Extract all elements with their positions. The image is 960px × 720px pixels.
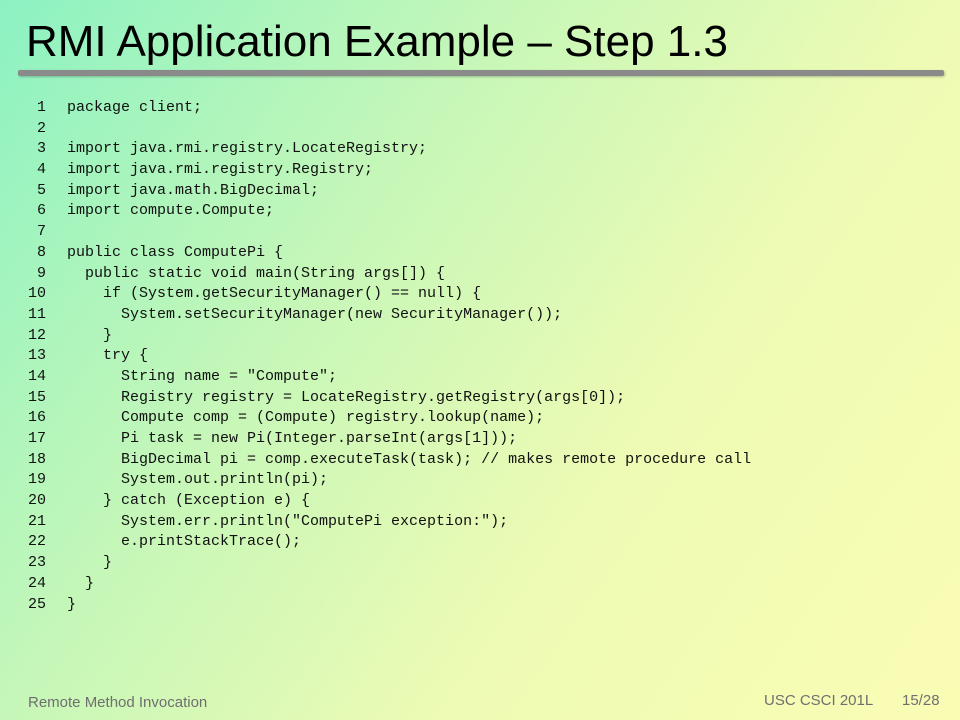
code-line: 16 Compute comp = (Compute) registry.loo… [26,408,926,429]
line-number: 15 [27,388,46,406]
line-number: 8 [36,243,46,261]
code-line: 5 import java.math.BigDecimal; [26,181,926,202]
code-line: 14 String name = "Compute"; [26,367,926,388]
code-line: 9 public static void main(String args[])… [26,264,926,285]
line-number: 5 [36,181,46,199]
code-line: 21 System.err.println("ComputePi excepti… [26,512,926,533]
code-text: String name = "Compute"; [67,367,338,385]
line-number: 16 [27,409,46,427]
code-text: import java.math.BigDecimal; [67,181,320,199]
code-text: } [67,554,113,572]
line-number: 23 [27,554,46,572]
code-line: 8 public class ComputePi { [26,243,926,264]
line-number: 25 [27,595,46,613]
line-number: 22 [27,533,46,551]
code-line: 4 import java.rmi.registry.Registry; [26,160,926,181]
code-line: 13 try { [26,346,926,367]
code-text: import java.rmi.registry.LocateRegistry; [67,140,428,158]
code-text: public static void main(String args[]) { [67,264,446,282]
line-number: 11 [27,305,46,323]
code-text: public class ComputePi { [67,243,284,261]
code-line: 6 import compute.Compute; [26,201,926,222]
code-text: } [67,326,113,344]
code-text: import java.rmi.registry.Registry; [67,161,374,179]
code-text: package client; [67,99,203,116]
code-line: 18 BigDecimal pi = comp.executeTask(task… [26,450,926,471]
code-line: 24 } [26,574,926,595]
code-line: 3 import java.rmi.registry.LocateRegistry… [26,139,926,160]
code-text: e.printStackTrace(); [67,533,302,551]
line-number: 9 [36,264,46,282]
line-number: 2 [36,119,46,137]
code-text: } [67,595,77,613]
code-line: 1 package client; [26,98,926,119]
code-text: System.out.println(pi); [67,471,329,489]
code-line: 23 } [26,553,926,574]
code-line: 17 Pi task = new Pi(Integer.parseInt(arg… [26,429,926,450]
slide-title: RMI Application Example – Step 1.3 [26,17,728,66]
code-line: 19 System.out.println(pi); [26,470,926,491]
code-text: import compute.Compute; [67,202,275,220]
code-text: Registry registry = LocateRegistry.getRe… [67,388,626,406]
line-number: 10 [27,285,46,303]
line-number: 14 [27,367,46,385]
code-line: 15 Registry registry = LocateRegistry.ge… [26,388,926,409]
line-number: 17 [27,430,46,447]
page-number: 15/28 [902,692,940,709]
line-number: 12 [27,326,46,344]
line-number: 13 [27,347,46,365]
line-number: 1 [36,99,46,116]
code-line: 7 [26,222,926,243]
line-number: 3 [36,140,46,158]
line-number: 21 [27,512,46,530]
code-line: 20 } catch (Exception e) { [26,491,926,512]
code-line: 25} [26,595,926,616]
line-number: 24 [27,574,46,592]
line-number: 19 [27,471,46,489]
code-text: Compute comp = (Compute) registry.lookup… [67,409,545,427]
line-number: 20 [27,492,46,510]
code-text: Pi task = new Pi(Integer.parseInt(args[1… [67,430,518,447]
line-number: 6 [36,202,46,220]
code-line: 10 if (System.getSecurityManager() == nu… [26,284,926,305]
code-line: 12 } [26,326,926,347]
code-line: 2 [26,119,926,140]
footer-course: USC CSCI 201L [764,692,874,709]
code-text: if (System.getSecurityManager() == null)… [67,285,482,303]
code-text: } [67,574,95,592]
title-divider [18,70,944,76]
code-text: BigDecimal pi = comp.executeTask(task); … [67,450,752,468]
line-number: 7 [36,223,46,241]
line-number: 18 [27,450,46,468]
footer-topic: Remote Method Invocation [28,694,208,711]
code-text: System.setSecurityManager(new SecurityMa… [67,305,563,323]
code-line: 22 e.printStackTrace(); [26,532,926,553]
line-number: 4 [36,161,46,179]
code-text: } catch (Exception e) { [67,492,311,510]
code-text: try { [67,347,149,365]
code-text: System.err.println("ComputePi exception:… [67,512,509,530]
code-line: 11 System.setSecurityManager(new Securit… [26,305,926,326]
